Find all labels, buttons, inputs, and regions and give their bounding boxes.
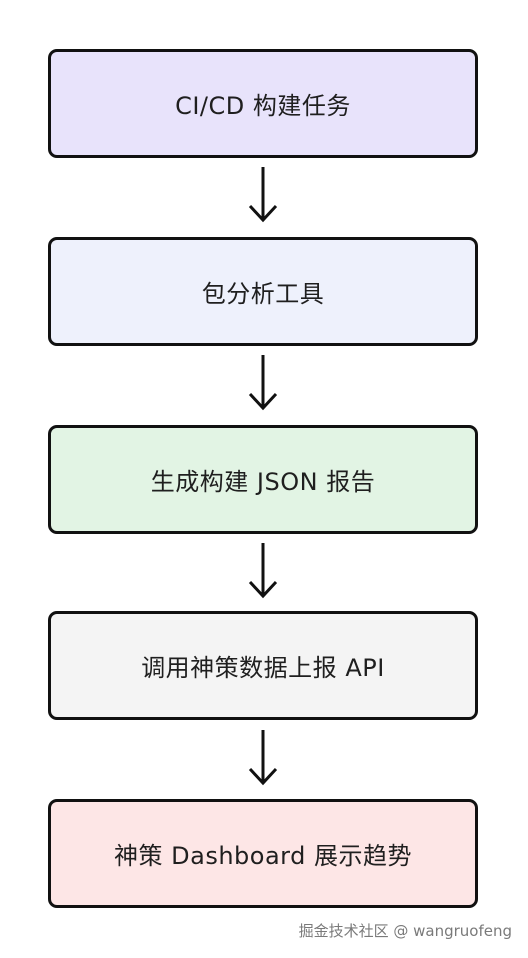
step-label: 调用神策数据上报 API — [141, 654, 385, 682]
arrow-down-icon — [248, 355, 278, 411]
step-report-api: 调用神策数据上报 API — [48, 611, 478, 720]
step-label: 神策 Dashboard 展示趋势 — [114, 842, 412, 870]
step-dashboard-trends: 神策 Dashboard 展示趋势 — [48, 799, 478, 908]
step-label: CI/CD 构建任务 — [175, 92, 351, 120]
arrow-down-icon — [248, 543, 278, 599]
step-json-report: 生成构建 JSON 报告 — [48, 425, 478, 534]
watermark: 掘金技术社区 @ wangruofeng — [298, 922, 512, 940]
arrow-down-icon — [248, 167, 278, 223]
step-package-analysis: 包分析工具 — [48, 237, 478, 346]
step-label: 生成构建 JSON 报告 — [150, 468, 376, 496]
arrow-down-icon — [248, 730, 278, 786]
step-ci-cd-build: CI/CD 构建任务 — [48, 49, 478, 158]
step-label: 包分析工具 — [201, 280, 325, 308]
